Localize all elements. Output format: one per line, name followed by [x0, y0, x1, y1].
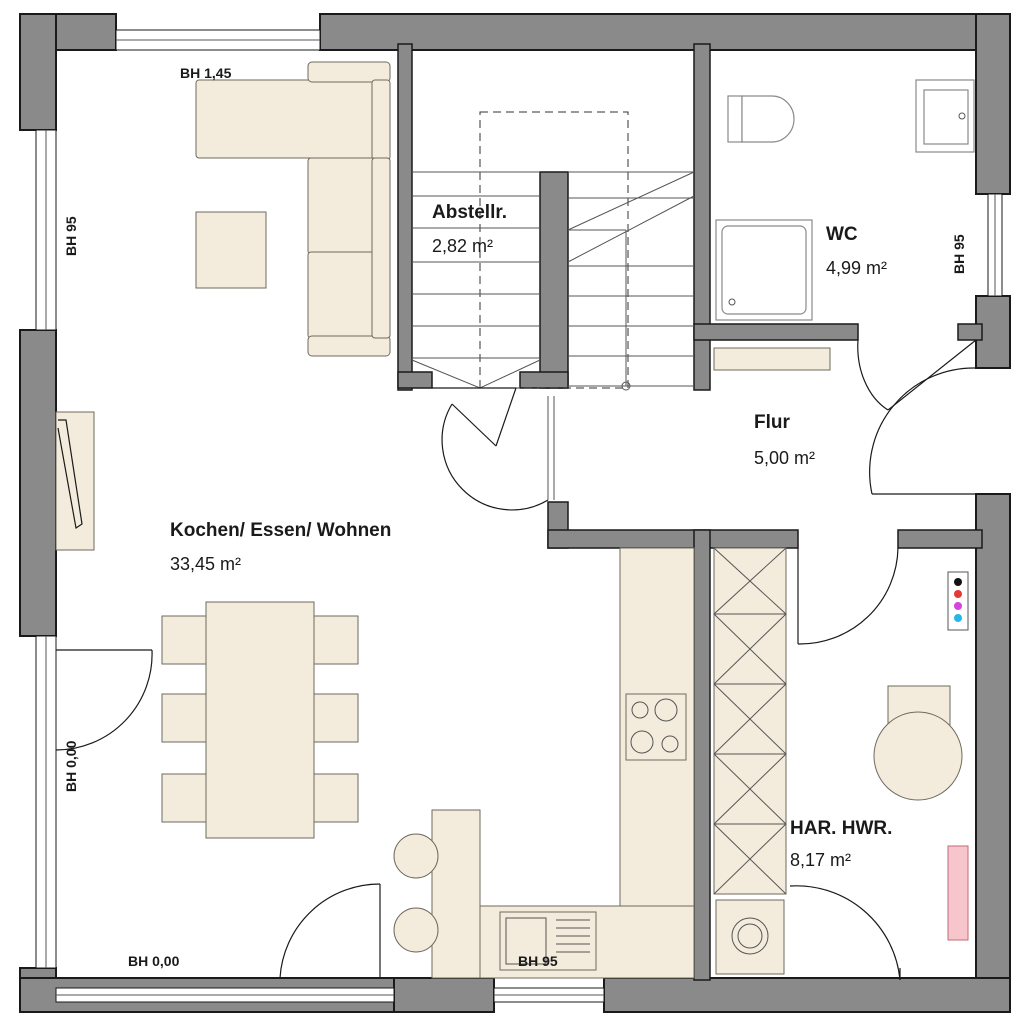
- label-storage-area: 2,82 m²: [432, 236, 493, 256]
- sofa-back-section: [195, 79, 377, 159]
- bh-top: BH 1,45: [180, 65, 232, 81]
- chair-left-3: [161, 773, 207, 823]
- kitchen-sink: [499, 911, 597, 971]
- wall-hall-bottom: [547, 529, 799, 549]
- chair-right-2: [313, 693, 359, 743]
- doors: [55, 339, 977, 981]
- hall-bench: [713, 347, 831, 371]
- wall-bottom-mid: [393, 977, 495, 1013]
- stairs: [411, 111, 695, 391]
- door-terrace-left-swing[interactable]: [55, 649, 153, 751]
- distribution-box: [947, 571, 969, 631]
- storage-tank: [873, 711, 963, 801]
- radiator-panel: [947, 845, 969, 941]
- toilet-bowl: [741, 95, 795, 143]
- wall-storage-left: [397, 43, 413, 391]
- label-wc-name: WC: [826, 224, 858, 245]
- kitchen-island: [431, 809, 481, 979]
- bh-left-lower: BH 0,00: [63, 740, 79, 792]
- bh-wc: BH 95: [951, 234, 967, 274]
- tall-cabinet: [713, 547, 787, 895]
- wall-storage-left-foot: [397, 371, 433, 389]
- bh-kitchen: BH 95: [518, 953, 558, 969]
- wall-right-bottom: [975, 493, 1011, 1013]
- chair-right-3: [313, 773, 359, 823]
- wall-right-top: [975, 13, 1011, 195]
- stair-treads: [412, 171, 695, 391]
- chair-left-2: [161, 693, 207, 743]
- hall-fixtures: [713, 347, 969, 975]
- bar-stool-1: [393, 833, 439, 879]
- coffee-table: [195, 211, 267, 289]
- indicator-red: [954, 590, 962, 598]
- label-utility-area: 8,17 m²: [790, 850, 851, 870]
- bh-left-upper: BH 95: [63, 216, 79, 256]
- label-wc-area: 4,99 m²: [826, 258, 887, 278]
- label-living-area: 33,45 m²: [170, 554, 241, 574]
- sofa-arm-top: [307, 61, 391, 83]
- tv: [57, 419, 83, 530]
- wall-wc-bottom: [693, 323, 859, 341]
- wall-bottom-right: [603, 977, 1011, 1013]
- bh-bottom-left: BH 0,00: [128, 953, 180, 969]
- wall-stair-foot: [519, 371, 569, 389]
- label-hall-area: 5,00 m²: [754, 448, 815, 468]
- door-entrance-swing[interactable]: [869, 367, 977, 495]
- wall-left-middle: [19, 329, 57, 637]
- sofa-arm-bottom: [307, 335, 391, 357]
- wall-left-top: [19, 13, 57, 131]
- label-hall-name: Flur: [754, 412, 790, 433]
- dining-table: [205, 601, 315, 839]
- room-labels: Kochen/ Essen/ Wohnen 33,45 m² Abstellr.…: [170, 202, 892, 870]
- wall-top-right: [319, 13, 1011, 51]
- kitchen: [393, 547, 695, 979]
- outer-walls: [19, 13, 1011, 1013]
- windows: [35, 29, 1003, 1003]
- wall-wc-left: [693, 43, 711, 391]
- door-terrace-bottom-swing[interactable]: [279, 883, 381, 979]
- wall-wc-bottom-right: [957, 323, 983, 341]
- door-wc-swing[interactable]: [857, 339, 889, 411]
- label-living-name: Kochen/ Essen/ Wohnen: [170, 520, 391, 541]
- bar-stool-2: [393, 907, 439, 953]
- indicator-black: [954, 578, 962, 586]
- label-utility-name: HAR. HWR.: [790, 818, 892, 839]
- wall-hwr-top-right: [897, 529, 983, 549]
- sill-height-labels: BH 1,45 BH 95 BH 0,00 BH 0,00 BH 95 BH 9…: [63, 65, 967, 969]
- chair-left-1: [161, 615, 207, 665]
- washing-machine: [715, 899, 785, 975]
- indicator-blue: [954, 614, 962, 622]
- label-storage-name: Abstellr.: [432, 202, 507, 223]
- chair-right-1: [313, 615, 359, 665]
- wall-hwr-left: [693, 529, 711, 981]
- wall-stair-middle: [539, 171, 569, 389]
- living-furniture: [55, 61, 391, 839]
- door-hwr-outer-swing[interactable]: [789, 885, 901, 981]
- door-storage-swing[interactable]: [441, 403, 549, 511]
- stair-upper-outline: [479, 111, 629, 389]
- wc-fixtures: [715, 79, 975, 321]
- indicator-magenta: [954, 602, 962, 610]
- door-hwr-swing[interactable]: [797, 547, 899, 645]
- toilet-tank: [727, 95, 743, 143]
